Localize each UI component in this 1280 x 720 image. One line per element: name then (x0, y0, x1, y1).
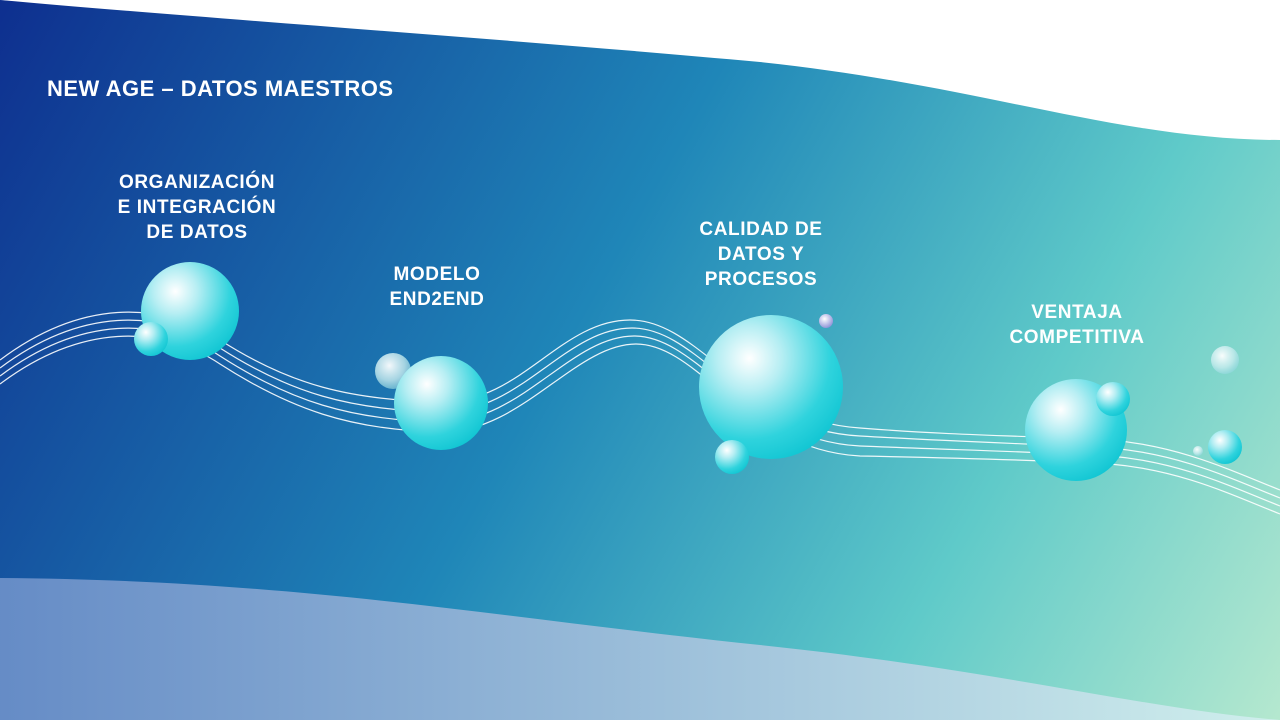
stage-label-line: MODELO (393, 264, 481, 285)
stage-label-line: DATOS Y (717, 244, 805, 265)
stage-label-calidad: CALIDAD DE DATOS Y PROCESOS (661, 217, 861, 292)
stage-label-line: DE DATOS (146, 222, 248, 243)
stage-label-ventaja: VENTAJA COMPETITIVA (977, 300, 1177, 350)
sphere-3 (699, 314, 843, 474)
stage-label-modelo: MODELO END2END (337, 262, 537, 312)
stage-label-line: ORGANIZACIÓN (118, 172, 276, 193)
stage-label-organizacion: ORGANIZACIÓN E INTEGRACIÓN DE DATOS (77, 170, 317, 245)
stage-label-line: VENTAJA (1031, 302, 1123, 323)
sphere-1 (134, 262, 239, 360)
stage-label-line: COMPETITIVA (1009, 327, 1145, 348)
stage-label-line: E INTEGRACIÓN (117, 197, 277, 218)
wave-edge-bottom (0, 560, 1280, 720)
stage-label-line: END2END (389, 289, 485, 310)
stage-label-line: PROCESOS (704, 269, 818, 290)
sphere-4 (1025, 346, 1242, 481)
sphere-2 (375, 353, 488, 450)
page-title: NEW AGE – DATOS MAESTROS (47, 76, 394, 101)
stage-label-line: CALIDAD DE (699, 219, 823, 240)
